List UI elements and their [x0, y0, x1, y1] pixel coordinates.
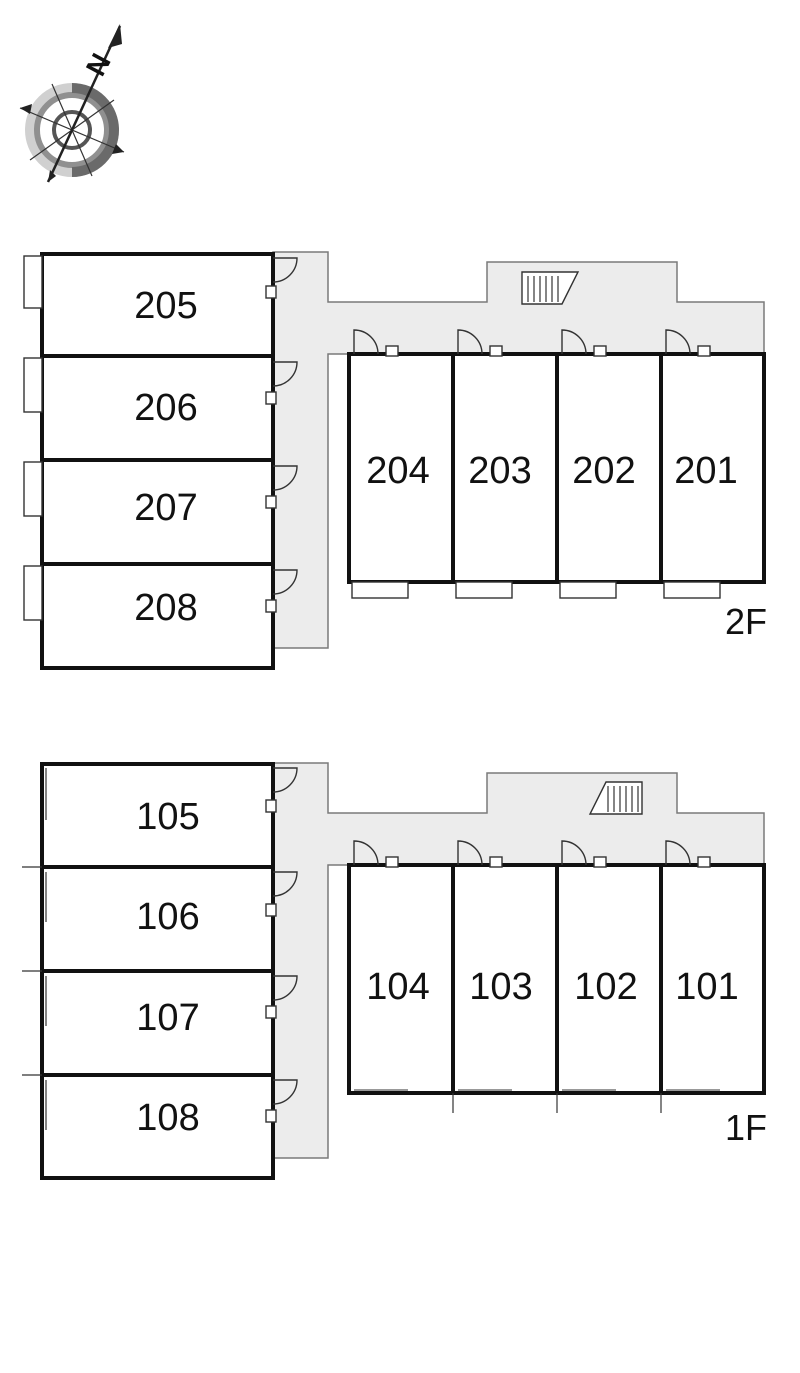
unit-label: 205 — [134, 285, 197, 327]
unit-207: 207 — [40, 458, 275, 566]
north-label: N — [80, 48, 117, 80]
unit-202: 202 — [555, 352, 663, 584]
stairs-icon — [521, 271, 580, 305]
unit-102: 102 — [555, 863, 663, 1095]
unit-201: 201 — [659, 352, 766, 584]
unit-label: 105 — [136, 796, 199, 838]
stairs-icon — [588, 781, 643, 815]
unit-label: 101 — [675, 966, 738, 1008]
floor-label-2f: 2F — [725, 601, 767, 642]
unit-label: 203 — [468, 450, 531, 492]
unit-label: 202 — [572, 450, 635, 492]
unit-206: 206 — [40, 354, 275, 462]
doors-2f-west — [265, 257, 298, 613]
unit-208: 208 — [40, 562, 275, 670]
unit-107: 107 — [40, 969, 275, 1077]
floor-1f: 105 106 107 108 — [22, 762, 767, 1180]
unit-label: 104 — [366, 966, 429, 1008]
unit-105: 105 — [40, 762, 275, 869]
unit-203: 203 — [451, 352, 559, 584]
unit-label: 208 — [134, 587, 197, 629]
doors-1f-east — [353, 840, 711, 868]
balconies-2f-west — [23, 255, 43, 621]
unit-label: 108 — [136, 1097, 199, 1139]
doors-1f-west — [265, 767, 298, 1123]
unit-label: 207 — [134, 487, 197, 529]
unit-106: 106 — [40, 865, 275, 973]
windows-1f-west — [22, 768, 47, 1130]
unit-label: 201 — [674, 450, 737, 492]
floor-label-1f: 1F — [725, 1107, 767, 1148]
unit-label: 204 — [366, 450, 429, 492]
balconies-2f-south — [351, 581, 721, 599]
windows-1f-south — [354, 1089, 720, 1113]
unit-108: 108 — [40, 1073, 275, 1180]
unit-204: 204 — [347, 352, 455, 584]
unit-label: 103 — [469, 966, 532, 1008]
floor-2f: 205 206 207 208 — [23, 251, 767, 670]
north-arrow-compass-icon: N — [19, 24, 125, 183]
unit-205: 205 — [40, 252, 275, 358]
unit-label: 102 — [574, 966, 637, 1008]
doors-2f-east — [353, 329, 711, 357]
unit-104: 104 — [347, 863, 455, 1095]
unit-label: 106 — [136, 896, 199, 938]
unit-101: 101 — [659, 863, 766, 1095]
unit-103: 103 — [451, 863, 559, 1095]
unit-label: 206 — [134, 387, 197, 429]
unit-label: 107 — [136, 997, 199, 1039]
